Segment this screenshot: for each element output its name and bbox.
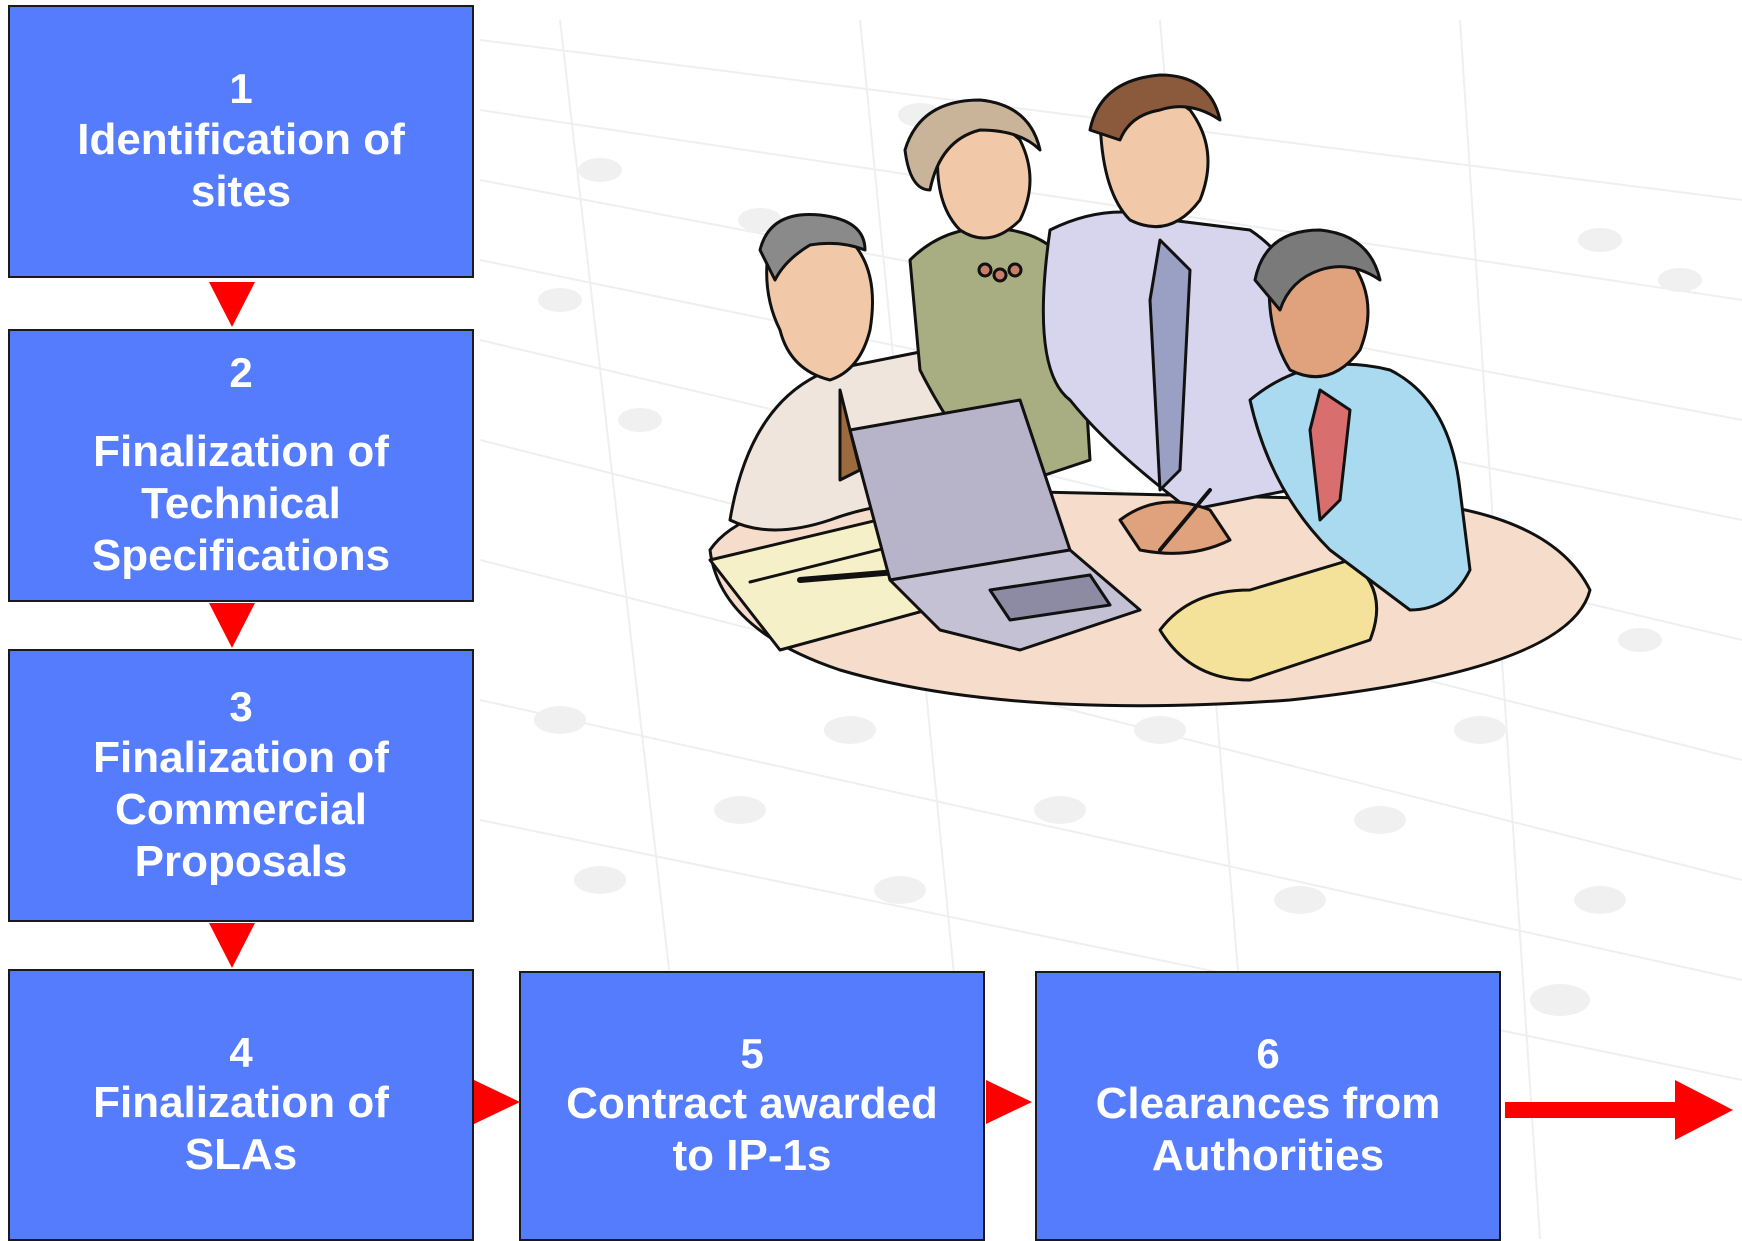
step-3-number: 3: [229, 683, 253, 731]
step-6-number: 6: [1256, 1029, 1280, 1077]
step-6-label: Clearances from Authorities: [1095, 1079, 1441, 1181]
step-4-box: 4 Finalization of SLAs: [8, 969, 474, 1241]
step-5-box: 5 Contract awarded to IP-1s: [519, 971, 985, 1241]
arrow-down-2-to-3: [209, 603, 255, 648]
step-2-number: 2: [229, 349, 253, 397]
step-1-box: 1 Identification of sites: [8, 5, 474, 278]
step-6-box: 6 Clearances from Authorities: [1035, 971, 1501, 1241]
step-2-label: Finalization of Technical Specifications: [91, 426, 391, 580]
arrow-down-1-to-2: [209, 282, 255, 327]
step-4-number: 4: [229, 1028, 253, 1076]
step-5-number: 5: [740, 1029, 764, 1077]
arrow-right-4-to-5: [474, 1080, 520, 1124]
step-1-number: 1: [229, 65, 253, 113]
business-team-meeting-icon: [708, 73, 1592, 708]
step-5-label: Contract awarded to IP-1s: [566, 1079, 938, 1181]
arrow-down-3-to-4: [209, 923, 255, 968]
arrow-right-5-to-6: [986, 1080, 1032, 1124]
step-2-box: 2 Finalization of Technical Specificatio…: [8, 329, 474, 602]
step-1-label: Identification of sites: [77, 114, 405, 216]
step-4-label: Finalization of SLAs: [93, 1078, 389, 1180]
step-3-label: Finalization of Commercial Proposals: [93, 732, 389, 886]
arrow-right-continue: [1505, 1080, 1733, 1140]
step-3-box: 3 Finalization of Commercial Proposals: [8, 649, 474, 922]
